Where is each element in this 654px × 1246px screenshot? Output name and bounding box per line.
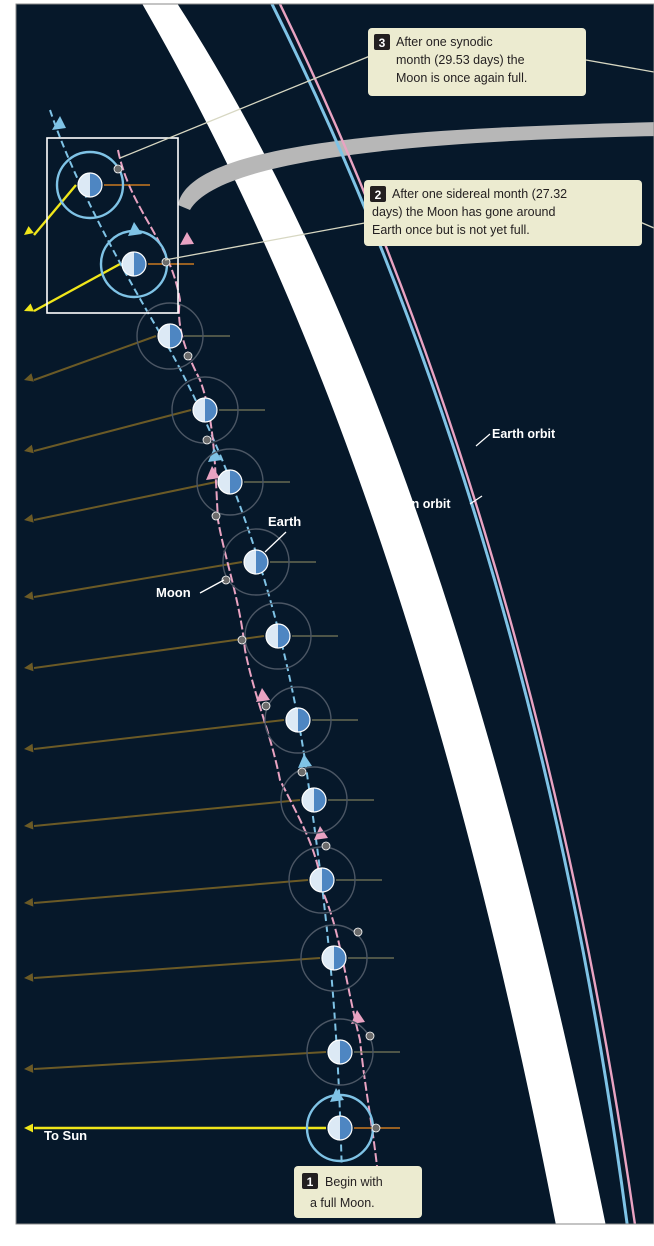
- moon-orbit-ring: [264, 686, 332, 754]
- callout-line: After one synodic: [396, 35, 493, 49]
- callout-synodic: 3 After one synodic month (29.53 days) t…: [368, 28, 586, 96]
- half-lit-earth-icon: [301, 787, 327, 813]
- moon-orbit-label: Moon orbit: [386, 495, 483, 511]
- half-lit-earth-icon: [121, 251, 147, 277]
- half-lit-earth-icon: [321, 945, 347, 971]
- moon-orbit-ring: [306, 1018, 374, 1086]
- earth-orbit-line: [270, 4, 629, 1224]
- callout-line: month (29.53 days) the: [396, 53, 525, 67]
- half-lit-earth-icon: [157, 323, 183, 349]
- moon-dot-icon: [237, 635, 247, 645]
- moon-dot-icon: [371, 1123, 381, 1133]
- arrowhead-icon: [24, 897, 34, 907]
- arrowhead-icon: [24, 973, 34, 982]
- svg-text:Earth orbit: Earth orbit: [492, 427, 556, 441]
- callout-start: 1 Begin with a full Moon.: [294, 1166, 422, 1218]
- sunward-arrow-icon: [33, 335, 157, 381]
- svg-text:Moon orbit: Moon orbit: [386, 497, 451, 511]
- half-lit-earth-icon: [243, 549, 269, 575]
- arrowhead-icon: [24, 1064, 34, 1073]
- callout-sidereal: 2 After one sidereal month (27.32 days) …: [364, 180, 642, 246]
- half-lit-earth-icon: [192, 397, 218, 423]
- earth-positions: [55, 150, 400, 1163]
- moon-dot-icon: [211, 511, 221, 521]
- half-lit-earth-icon: [217, 469, 243, 495]
- moon-path: [117, 149, 379, 1176]
- sunward-arrow-icon: [33, 635, 265, 669]
- moon-dot-icon: [297, 767, 307, 777]
- to-sun-label: To Sun: [44, 1128, 87, 1143]
- moon-dot-icon: [353, 927, 363, 937]
- callout-line: Moon is once again full.: [396, 71, 527, 85]
- callout-line: days) the Moon has gone around: [372, 205, 556, 219]
- callout-number-badge: [370, 186, 386, 202]
- moon-dot-icon: [183, 351, 193, 361]
- arrowhead-icon: [24, 303, 34, 312]
- sunward-arrow-icon: [33, 957, 321, 979]
- sunward-arrow-icon: [33, 1051, 327, 1070]
- moon-dot-icon: [321, 841, 331, 851]
- arrowhead-icon: [24, 444, 34, 454]
- callout-line: Begin with: [325, 1175, 383, 1189]
- past-sun-arrows: [24, 335, 327, 1073]
- moon-dot-icon: [221, 575, 231, 585]
- callout-number-badge: [374, 34, 390, 50]
- moon-orbit-ring: [136, 302, 204, 370]
- direction-markers: [52, 116, 365, 1102]
- svg-text:Earth: Earth: [268, 514, 301, 529]
- inset-connector: [178, 122, 654, 210]
- callout-line: Earth once but is not yet full.: [372, 223, 530, 237]
- earth-path: [49, 109, 343, 1181]
- sunward-arrow-icon: [33, 184, 77, 236]
- callout-number: 1: [307, 1175, 314, 1189]
- callout-line: a full Moon.: [310, 1196, 375, 1210]
- half-lit-earth-icon: [265, 623, 291, 649]
- callout-line: After one sidereal month (27.32: [392, 187, 567, 201]
- white-arc-band: [142, 4, 606, 1224]
- arrowhead-icon: [24, 662, 34, 672]
- moon-orbit-ring: [244, 602, 312, 670]
- earth-label: Earth: [264, 514, 301, 553]
- half-lit-earth-icon: [309, 867, 335, 893]
- sunward-arrow-icon: [33, 262, 121, 313]
- moon-dot-icon: [365, 1031, 375, 1041]
- arrowhead-icon: [24, 226, 34, 235]
- sunward-arrow-icon: [33, 799, 301, 827]
- arrowhead-icon: [24, 373, 34, 382]
- callout-number: 3: [379, 36, 386, 50]
- moon-orbit-line: [278, 4, 637, 1224]
- inset-box: [46, 137, 179, 314]
- half-lit-earth-icon: [77, 172, 103, 198]
- half-lit-earth-icon: [327, 1039, 353, 1065]
- arrowhead-icon: [24, 1123, 34, 1133]
- arrowhead-icon: [24, 743, 34, 753]
- sunward-arrow-icon: [33, 719, 285, 750]
- moon-orbit-ring: [300, 924, 368, 992]
- moon-orbit-ring: [55, 150, 125, 220]
- arrowhead-icon: [24, 591, 34, 600]
- arrowhead-icon: [24, 820, 34, 830]
- moon-orbit-ring: [196, 448, 264, 516]
- moon-dot-icon: [261, 701, 271, 711]
- half-lit-earth-icon: [285, 707, 311, 733]
- sunward-arrow-icon: [33, 561, 243, 598]
- callout-number: 2: [375, 188, 382, 202]
- svg-text:Moon: Moon: [156, 585, 191, 600]
- moon-orbit-ring: [222, 528, 290, 596]
- arrowhead-icon: [24, 514, 34, 523]
- sunward-arrow-icon: [33, 409, 192, 452]
- frame: [15, 3, 654, 1225]
- moon-orbit-ring: [280, 766, 348, 834]
- moon-label: Moon: [156, 579, 225, 600]
- sunward-arrow-icon: [33, 879, 309, 904]
- moon-dot-icon: [202, 435, 212, 445]
- sunward-arrow-icon: [33, 481, 217, 521]
- moon-dot-icon: [113, 164, 123, 174]
- half-lit-earth-icon: [327, 1115, 353, 1141]
- callout-number-badge: [302, 1173, 318, 1189]
- earth-orbit-label: Earth orbit: [475, 427, 556, 447]
- sun-arrows: [24, 184, 326, 1133]
